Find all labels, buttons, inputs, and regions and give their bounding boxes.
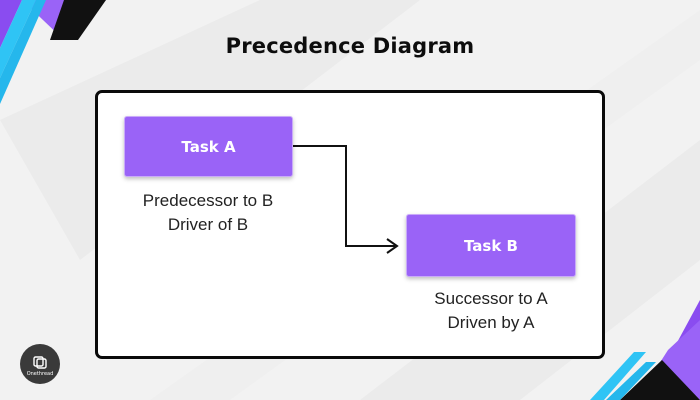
corner-decoration-bottom-right: [590, 300, 700, 400]
task-b-caption-line-1: Successor to A: [434, 289, 548, 308]
task-b-label: Task B: [464, 236, 518, 255]
diagram-title: Precedence Diagram: [225, 34, 475, 58]
task-a-caption-line-2: Driver of B: [167, 215, 249, 234]
task-a-node: Task A: [124, 116, 293, 177]
task-b-caption-line-2: Driven by A: [447, 313, 535, 332]
corner-decoration-top-left: [0, 0, 106, 104]
onethread-logo: Onethread: [20, 344, 60, 384]
logo-icon: [33, 355, 47, 369]
task-a-caption-line-1: Predecessor to B: [142, 191, 274, 210]
task-b-node: Task B: [406, 214, 576, 277]
task-a-caption: Predecessor to B Driver of B: [108, 189, 308, 237]
logo-text: Onethread: [26, 370, 54, 377]
task-a-label: Task A: [181, 137, 236, 156]
task-b-caption: Successor to A Driven by A: [391, 287, 591, 335]
